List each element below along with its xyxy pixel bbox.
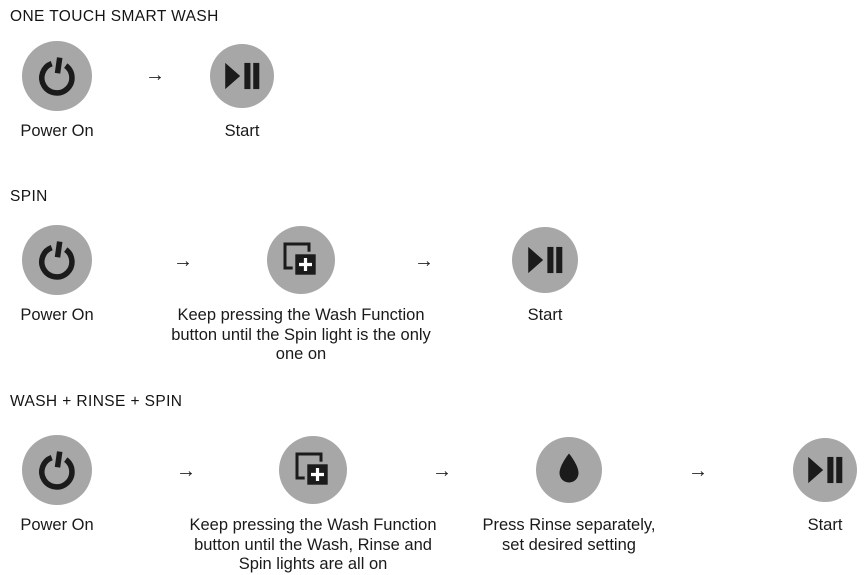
button-circle-wrap (279, 435, 347, 505)
wash-function-icon (283, 242, 319, 278)
play-pause-icon (224, 62, 259, 90)
arrow-right-icon: → (173, 250, 193, 272)
button-circle-wrap (22, 435, 92, 505)
start-button-circle (210, 44, 274, 108)
rinse-button-circle (536, 437, 602, 503)
button-circle-wrap (267, 225, 335, 295)
step-rinse: Press Rinse separately, set desired sett… (454, 435, 684, 555)
step-label: Power On (20, 516, 94, 534)
arrow-right-icon: → (176, 460, 196, 482)
power-button-circle (22, 435, 92, 505)
step-label: Power On (20, 306, 94, 324)
play-pause-icon (527, 246, 562, 274)
button-circle-wrap (512, 225, 578, 295)
button-circle-wrap (793, 435, 857, 505)
step-wash-function: Keep pressing the Wash Function button u… (158, 435, 468, 575)
step-wash-function: Keep pressing the Wash Function button u… (146, 225, 456, 365)
arrow-right-icon: → (414, 250, 434, 272)
button-circle-wrap (22, 225, 92, 295)
button-circle-wrap (210, 41, 274, 111)
play-pause-icon (807, 456, 842, 484)
wash-function-icon (295, 452, 331, 488)
section-title-one-touch-smart-wash: ONE TOUCH SMART WASH (10, 8, 219, 25)
power-icon (39, 451, 75, 490)
wash-function-button-circle (267, 226, 335, 294)
button-circle-wrap (536, 435, 602, 505)
rinse-drop-icon (559, 453, 579, 483)
step-label: Start (527, 306, 563, 324)
arrow-right-icon: → (688, 460, 708, 482)
step-label: Power On (20, 122, 94, 140)
power-button-circle (22, 41, 92, 111)
start-button-circle (793, 438, 857, 502)
arrow-right-icon: → (145, 64, 165, 86)
step-power-on: Power On (0, 225, 114, 326)
step-power-on: Power On (0, 41, 114, 142)
step-start: Start (490, 225, 600, 326)
wash-function-button-circle (279, 436, 347, 504)
step-label: Keep pressing the Wash Function button u… (189, 516, 437, 573)
step-label: Start (807, 516, 843, 534)
section-title-spin: SPIN (10, 188, 48, 205)
button-circle-wrap (22, 41, 92, 111)
step-label: Start (224, 122, 260, 140)
step-label: Keep pressing the Wash Function button u… (171, 306, 431, 363)
power-button-circle (22, 225, 92, 295)
start-button-circle (512, 227, 578, 293)
step-start: Start (776, 435, 866, 536)
arrow-right-icon: → (432, 460, 452, 482)
power-icon (39, 57, 75, 96)
section-title-wash-rinse-spin: WASH + RINSE + SPIN (10, 393, 183, 410)
step-power-on: Power On (0, 435, 114, 536)
power-icon (39, 241, 75, 280)
step-start: Start (187, 41, 297, 142)
step-label: Press Rinse separately, set desired sett… (482, 516, 656, 554)
